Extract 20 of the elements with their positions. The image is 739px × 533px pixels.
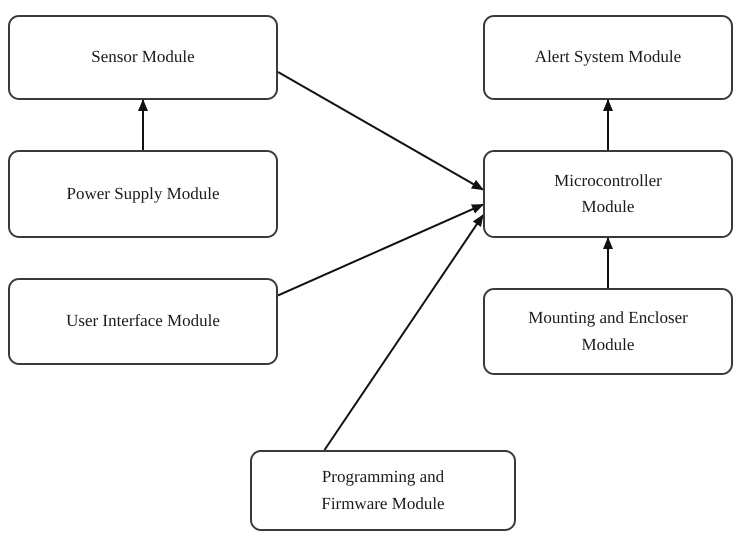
arrow [278, 204, 484, 296]
module-box [483, 15, 733, 100]
arrow [603, 237, 613, 288]
module-label: Power Supply Module [66, 182, 220, 205]
module-label: User Interface Module [66, 310, 220, 332]
module-box [8, 150, 278, 238]
module-label: Alert System Module [534, 46, 682, 68]
module-box [250, 450, 516, 531]
module-box [8, 278, 278, 365]
module-box [483, 150, 733, 238]
module-box [8, 15, 278, 100]
module-label: Programming and Firmware Module [320, 466, 446, 514]
module-label: Sensor Module [91, 46, 195, 68]
module-label: Microcontroller Module [553, 170, 663, 218]
arrow [603, 99, 613, 150]
arrow [138, 99, 148, 150]
module-box [483, 288, 733, 375]
module-label: Mounting and Encloser Module [527, 307, 689, 356]
arrow [278, 71, 484, 190]
arrow [324, 214, 484, 451]
